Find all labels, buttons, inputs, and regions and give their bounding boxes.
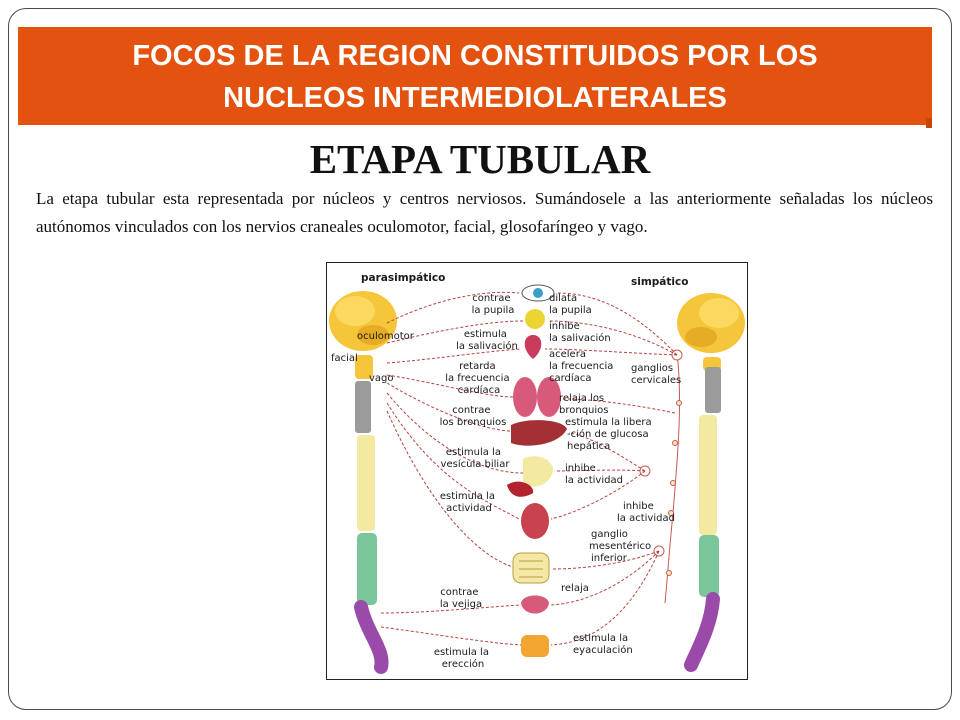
stomach-icon xyxy=(523,456,553,487)
nerve-oculomotor: oculomotor xyxy=(357,331,415,342)
intestine-icon xyxy=(512,552,550,584)
nerve-vago: vago xyxy=(369,373,394,384)
reproductive-organ-icon xyxy=(521,635,549,657)
right-label-relax: relaja xyxy=(561,583,589,594)
liver-icon xyxy=(511,420,567,446)
page-title: ETAPA TUBULAR xyxy=(309,136,651,182)
autonomic-nervous-system-diagram: parasimpático simpático oculomotor facia… xyxy=(326,262,748,680)
diagram-canvas: parasimpático simpático oculomotor facia… xyxy=(329,272,745,674)
parasympathetic-arrows xyxy=(380,291,524,646)
left-label-salivation: estimula la salivación xyxy=(456,329,518,352)
sympathetic-arrows xyxy=(544,292,678,646)
right-label-activity-stomach: inhibe la actividad xyxy=(565,463,623,486)
bladder-icon xyxy=(521,595,549,614)
body-paragraph: La etapa tubular esta representada por n… xyxy=(36,189,933,236)
nerve-facial: facial xyxy=(331,353,358,364)
lungs-icon xyxy=(513,377,561,417)
right-label-glucose: estimula la libera -ción de glucosa hepá… xyxy=(565,417,655,452)
right-label-activity-kidney: inhibe la actividad xyxy=(617,501,675,524)
right-label-bronchi: relaja los bronquios xyxy=(559,393,609,416)
banner-edge xyxy=(926,118,932,128)
right-label-salivation: inhibe la salivación xyxy=(549,321,611,344)
sympathetic-chain xyxy=(639,349,683,604)
banner-line-1: FOCOS DE LA REGION CONSTITUIDOS POR LOS xyxy=(132,40,818,72)
right-spinal-column xyxy=(684,357,721,672)
left-label-heart-rate: retarda la frecuencia cardíaca xyxy=(445,361,513,396)
left-spinal-column xyxy=(354,355,389,674)
ganglion-mesenteric-label: ganglio mesentérico inferior xyxy=(589,529,654,564)
left-label-bladder: contrae la vejiga xyxy=(440,587,482,610)
right-brain-icon xyxy=(677,293,745,353)
header-parasympathetic: parasimpático xyxy=(361,272,445,284)
kidney-icon xyxy=(521,503,549,539)
header-sympathetic: simpático xyxy=(631,276,688,288)
left-label-erection: estimula la erección xyxy=(434,647,492,670)
right-label-heart-rate: acelera la frecuencia cardíaca xyxy=(549,349,617,384)
banner-line-2: NUCLEOS INTERMEDIOLATERALES xyxy=(223,82,727,114)
right-label-ejaculation: estimula la eyaculación xyxy=(573,633,633,656)
heart-icon xyxy=(524,335,542,359)
title-banner: FOCOS DE LA REGION CONSTITUIDOS POR LOS … xyxy=(18,27,932,125)
ganglia-cervical-label: ganglios cervicales xyxy=(631,363,681,386)
salivary-gland-icon xyxy=(525,309,545,329)
pancreas-icon xyxy=(507,481,534,497)
left-label-activity: estimula la actividad xyxy=(440,491,498,514)
left-label-gallbladder: estimula la vesícula biliar xyxy=(441,447,511,470)
left-label-bronchi: contrae los bronquios xyxy=(440,405,507,428)
eye-icon xyxy=(521,284,555,302)
left-brain-icon xyxy=(329,291,397,351)
left-label-pupil: contrae la pupila xyxy=(472,293,515,316)
right-label-pupil: dilata la pupila xyxy=(549,293,592,316)
